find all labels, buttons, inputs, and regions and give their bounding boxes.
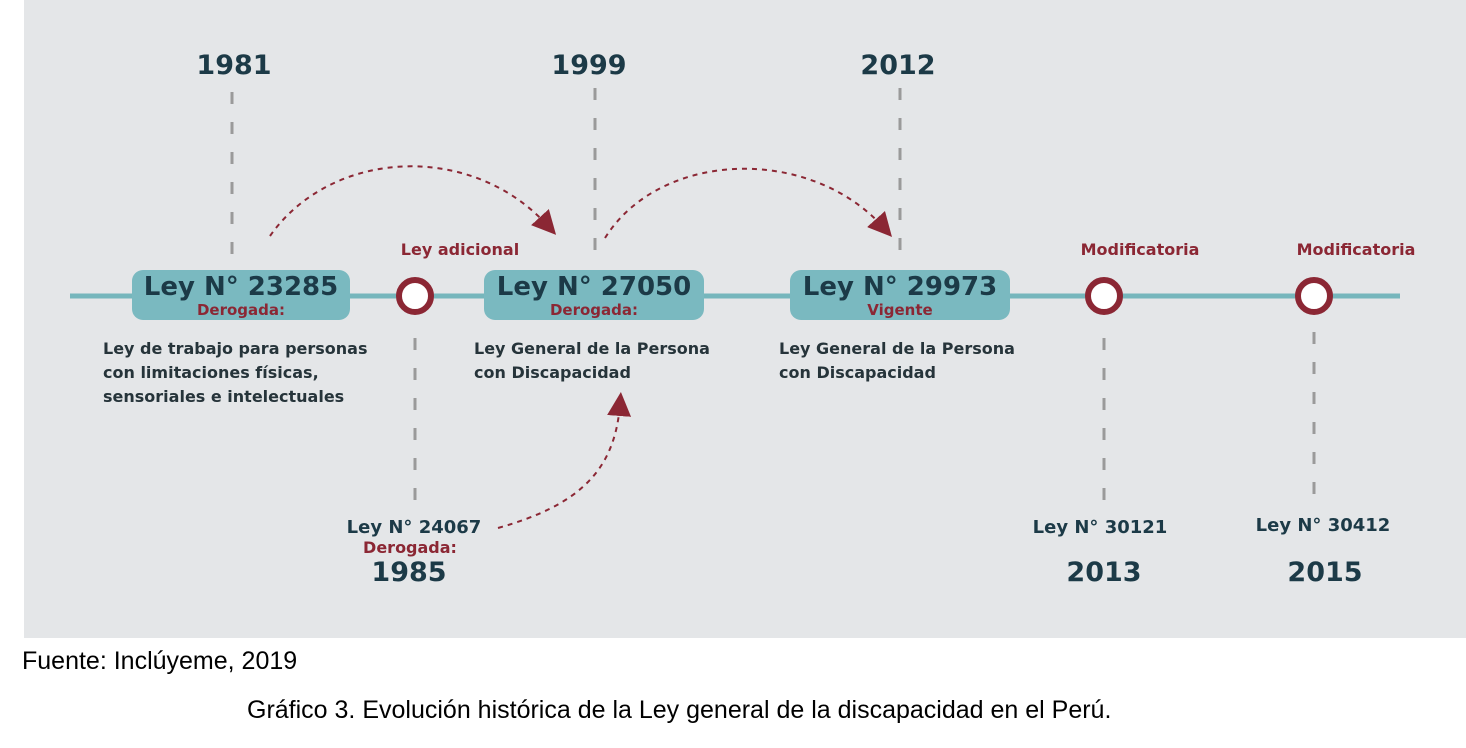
law-status-29973: Vigente: [867, 301, 933, 319]
description-line: Ley General de la Persona: [474, 339, 710, 358]
node-modificatoria-2015: [1295, 277, 1333, 315]
year-2012: 2012: [860, 50, 936, 81]
law-description-29973: Ley General de la Persona con Discapacid…: [779, 337, 1015, 385]
description-line: Ley General de la Persona: [779, 339, 1015, 358]
law-title-23285: Ley N° 23285: [143, 272, 339, 302]
year-1981: 1981: [196, 50, 272, 81]
description-line: con Discapacidad: [779, 363, 936, 382]
law-pill-29973: Ley N° 29973 Vigente: [790, 270, 1010, 320]
description-line: con limitaciones físicas,: [103, 363, 319, 382]
law-status-23285: Derogada:: [196, 301, 286, 319]
year-1985: 1985: [371, 557, 447, 588]
law-pill-23285: Ley N° 23285 Derogada:: [132, 270, 350, 320]
label-modificatoria-2013: Modificatoria: [1080, 240, 1200, 259]
arrow-27050-to-29973: [604, 167, 892, 239]
arrow-24067-to-27050: [497, 392, 632, 529]
arrow-23285-to-27050: [269, 165, 557, 237]
law-30121: Ley N° 30121: [1032, 517, 1168, 538]
figure-caption: Gráfico 3. Evolución histórica de la Ley…: [247, 696, 1112, 724]
law-description-23285: Ley de trabajo para personas con limitac…: [103, 337, 367, 409]
label-ley-adicional: Ley adicional: [400, 240, 520, 259]
law-24067: Ley N° 24067: [346, 517, 482, 538]
law-30412: Ley N° 30412: [1255, 515, 1391, 536]
year-2015: 2015: [1287, 557, 1363, 588]
source-note: Fuente: Inclúyeme, 2019: [22, 647, 298, 675]
year-1999: 1999: [551, 50, 627, 81]
year-2013: 2013: [1066, 557, 1142, 588]
law-title-27050: Ley N° 27050: [496, 272, 692, 302]
law-title-29973: Ley N° 29973: [802, 272, 998, 302]
node-modificatoria-2013: [1085, 277, 1123, 315]
description-line: con Discapacidad: [474, 363, 631, 382]
label-modificatoria-2015: Modificatoria: [1296, 240, 1416, 259]
status-24067: Derogada:: [363, 538, 457, 557]
description-line: sensoriales e intelectuales: [103, 387, 345, 406]
law-pill-27050: Ley N° 27050 Derogada:: [484, 270, 704, 320]
law-description-27050: Ley General de la Persona con Discapacid…: [474, 337, 710, 385]
law-status-27050: Derogada:: [549, 301, 639, 319]
node-ley-adicional: [396, 277, 434, 315]
description-line: Ley de trabajo para personas: [103, 339, 368, 358]
